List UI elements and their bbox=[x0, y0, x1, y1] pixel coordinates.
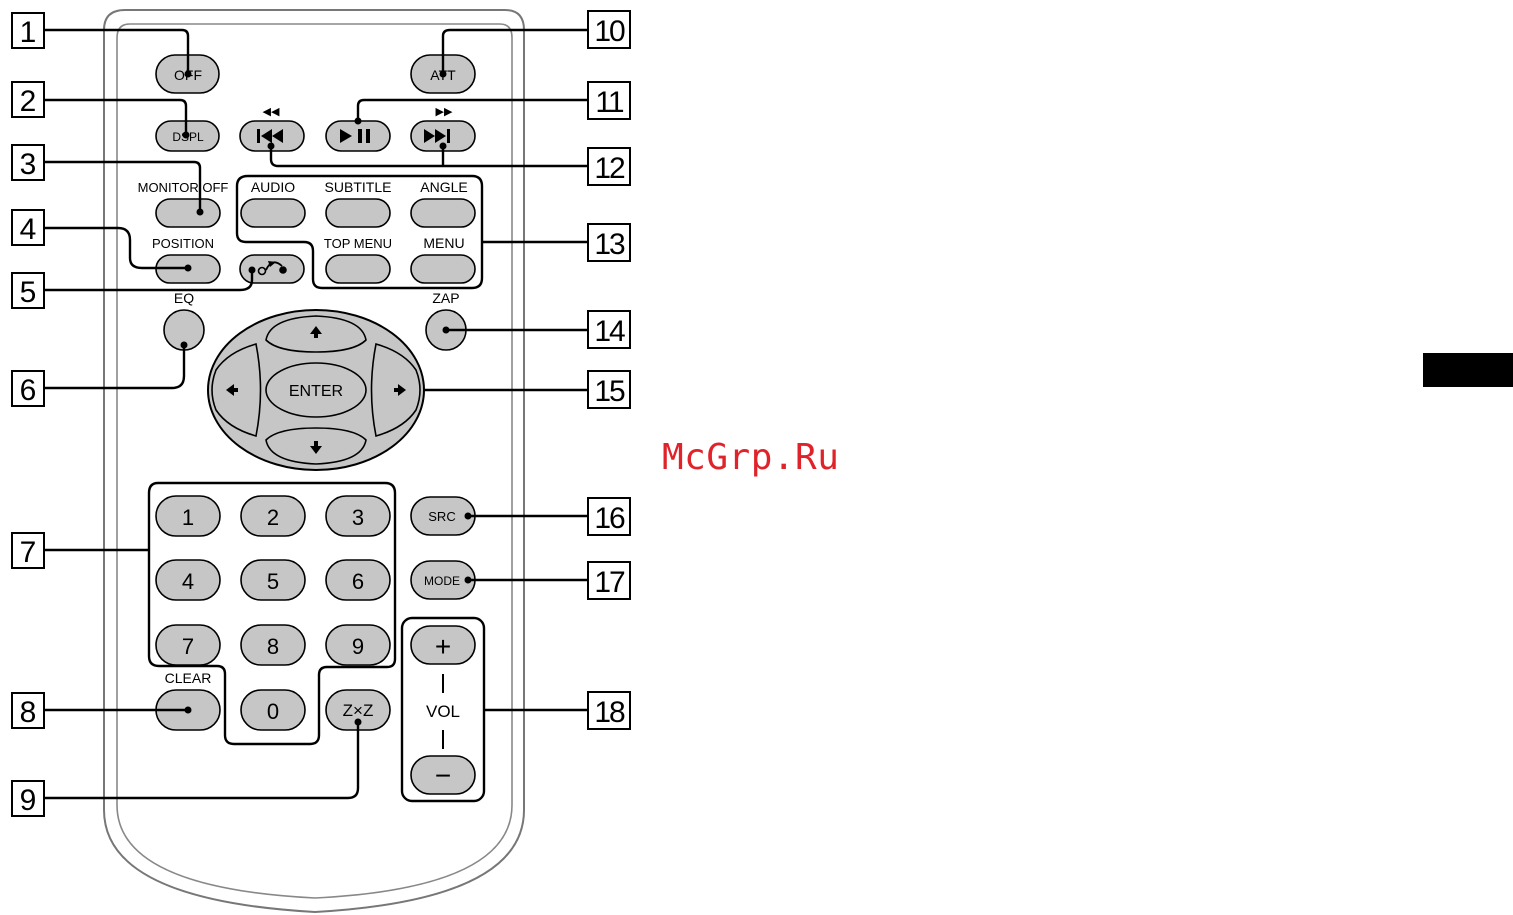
callout-18-number: 18 bbox=[594, 696, 625, 729]
callout-16: 16 bbox=[588, 498, 630, 535]
menu-label: MENU bbox=[423, 235, 464, 251]
callout-4-number: 4 bbox=[20, 213, 37, 246]
callout-15: 15 bbox=[588, 371, 630, 408]
callout-4: 4 bbox=[12, 210, 44, 246]
digit-2-label: 2 bbox=[267, 505, 279, 530]
callout-14: 14 bbox=[588, 311, 630, 348]
digit-9-label: 9 bbox=[352, 634, 364, 659]
callout-17: 17 bbox=[588, 562, 630, 599]
callout-15-number: 15 bbox=[594, 375, 625, 408]
digit-3-label: 3 bbox=[352, 505, 364, 530]
watermark-text: McGrp.Ru bbox=[662, 437, 839, 478]
callout-5: 5 bbox=[12, 273, 44, 309]
digit-0-label: 0 bbox=[267, 699, 279, 724]
digit-7-label: 7 bbox=[182, 634, 194, 659]
callout-2: 2 bbox=[12, 82, 44, 118]
top-menu-button[interactable] bbox=[326, 255, 390, 283]
callout-12-number: 12 bbox=[594, 152, 625, 185]
audio-button[interactable] bbox=[241, 199, 305, 227]
callout-16-number: 16 bbox=[594, 502, 625, 535]
callout-1: 1 bbox=[12, 13, 44, 49]
callout-1-number: 1 bbox=[20, 16, 37, 49]
callout-18: 18 bbox=[588, 692, 630, 729]
digit-1-label: 1 bbox=[182, 505, 194, 530]
digit-6-label: 6 bbox=[352, 569, 364, 594]
callout-13-number: 13 bbox=[594, 228, 625, 261]
callout-8-number: 8 bbox=[20, 696, 37, 729]
angle-button[interactable] bbox=[411, 199, 475, 227]
callout-9: 9 bbox=[12, 781, 44, 817]
vol-label: VOL bbox=[426, 702, 460, 721]
callout-10-number: 10 bbox=[594, 15, 625, 48]
subtitle-label: SUBTITLE bbox=[325, 179, 392, 195]
digit-8-label: 8 bbox=[267, 634, 279, 659]
fast-forward-symbol: ▶▶ bbox=[436, 106, 453, 118]
callout-17-number: 17 bbox=[594, 566, 625, 599]
page-edge-tab bbox=[1423, 353, 1513, 387]
rewind-symbol: ◀◀ bbox=[263, 106, 280, 118]
subtitle-button[interactable] bbox=[326, 199, 390, 227]
callout-11: 11 bbox=[588, 82, 630, 119]
eq-label: EQ bbox=[174, 290, 194, 306]
callout-11-number: 11 bbox=[595, 86, 623, 119]
callout-8: 8 bbox=[12, 693, 44, 729]
callout-7-number: 7 bbox=[20, 536, 37, 569]
top-menu-label: TOP MENU bbox=[324, 236, 392, 251]
callout-14-number: 14 bbox=[594, 315, 625, 348]
callout-2-number: 2 bbox=[20, 85, 37, 118]
zap-label: ZAP bbox=[432, 290, 459, 306]
digit-5-label: 5 bbox=[267, 569, 279, 594]
callout-5-number: 5 bbox=[20, 276, 37, 309]
monitor-off-label: MONITOR OFF bbox=[138, 180, 229, 195]
clear-label: CLEAR bbox=[165, 670, 212, 686]
angle-label: ANGLE bbox=[420, 179, 467, 195]
callout-12: 12 bbox=[588, 148, 630, 185]
menu-button[interactable] bbox=[411, 255, 475, 283]
digit-4-label: 4 bbox=[182, 569, 194, 594]
src-label: SRC bbox=[428, 509, 455, 524]
zxz-label: Z×Z bbox=[343, 701, 374, 720]
mode-label: MODE bbox=[424, 574, 460, 588]
callout-9-number: 9 bbox=[20, 784, 37, 817]
monitor-off-button[interactable] bbox=[156, 199, 220, 227]
callout-3: 3 bbox=[12, 145, 44, 181]
callout-7: 7 bbox=[12, 533, 44, 569]
callout-10: 10 bbox=[588, 11, 630, 48]
callout-6-number: 6 bbox=[20, 374, 37, 407]
callout-13: 13 bbox=[588, 224, 630, 261]
enter-label: ENTER bbox=[289, 383, 343, 400]
vol-minus-label: − bbox=[435, 760, 451, 791]
vol-plus-label: + bbox=[435, 631, 451, 662]
position-label: POSITION bbox=[152, 236, 214, 251]
callout-3-number: 3 bbox=[20, 148, 37, 181]
audio-label: AUDIO bbox=[251, 179, 295, 195]
callout-6: 6 bbox=[12, 371, 44, 407]
